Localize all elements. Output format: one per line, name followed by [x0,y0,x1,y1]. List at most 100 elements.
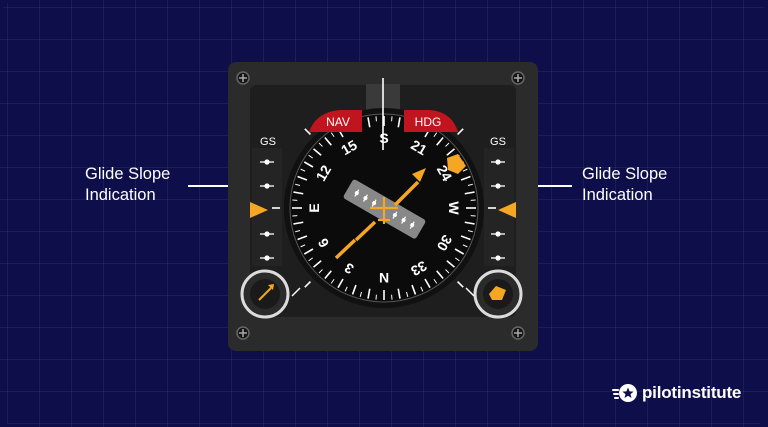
gs-dot [495,183,501,189]
gs-dot [264,183,270,189]
compass-tick [330,278,335,284]
compass-tick [445,142,450,147]
callout-right-line2: Indication [582,186,653,204]
compass-tick [433,132,438,138]
compass-tick [367,117,371,128]
compass-tick [462,244,468,248]
compass-tick [303,161,314,168]
glide-slope-callout-right: Glide Slope Indication [582,164,667,206]
compass-tick [467,230,473,233]
compass-tick [433,278,438,284]
nav-annunciator: NAV [309,110,362,132]
nav-label: NAV [326,115,350,129]
callout-left-arrow [188,185,248,187]
compass-label: S [379,130,388,146]
gs-dot [495,255,501,261]
screw-icon [511,71,525,85]
compass-tick [300,168,306,172]
bezel-marks [272,128,496,288]
compass-tick [330,132,335,138]
cdi-dot [363,196,368,201]
callout-left-line2: Indication [85,186,156,204]
compass-label: W [446,201,462,215]
glide-slope-callout-left: Glide Slope Indication [85,164,170,206]
compass-tick [436,270,444,279]
compass-tick [308,154,314,159]
gs-dot [264,255,270,261]
gs-label-left: GS [260,136,276,148]
compass-tick [420,286,424,292]
compass-label: 21 [408,137,430,159]
compass-label: 12 [313,162,335,184]
cdi-dot [401,218,406,223]
bezel-mark [456,128,464,136]
compass-tick [297,175,308,181]
compass-tick [344,286,348,292]
compass-tick [454,248,465,255]
gs-pointer-left [250,202,268,218]
compass-tick [406,291,409,297]
compass-tick [454,257,460,262]
compass-tick [359,291,362,297]
brand-logo: pilotinstitute [612,383,741,403]
compass-tick [313,260,322,268]
compass-label: 33 [408,258,430,280]
compass-tick [367,288,371,299]
compass-tick [297,235,308,241]
course-select-knob[interactable] [240,269,290,319]
heading-knob-bug-icon [489,286,506,300]
bezel-mark [304,128,312,136]
compass-tick [318,269,323,274]
hdg-annunciator: HDG [404,110,458,132]
bezel-mark [304,280,312,288]
compass-tick [460,235,471,241]
gs-dot [264,159,270,165]
compass-tick [464,221,475,225]
gs-scale-left [260,159,274,261]
heading-bug [447,154,466,174]
cdi-dot [410,223,415,228]
compass-tick [337,278,344,289]
screw-icon [511,326,525,340]
gs-label-right: GS [490,136,506,148]
callout-left-line1: Glide Slope [85,165,171,183]
hdg-label: HDG [415,115,442,129]
compass-tick [293,221,304,225]
compass-ticks [292,116,476,300]
compass-tick [467,183,473,186]
aircraft-symbol-icon [370,197,398,224]
cdi-needle [354,220,377,242]
compass-label: 15 [338,136,360,158]
callout-right-line1: Glide Slope [582,165,668,183]
knob-right-mark [465,287,475,297]
compass-tick [313,148,322,156]
compass-tick [411,284,417,295]
gs-dot [495,159,501,165]
gs-dot [495,231,501,237]
compass-tick [303,248,314,255]
course-pointer [334,168,426,260]
compass-tick [462,168,468,172]
compass-tick [445,269,450,274]
compass-tick [300,244,306,248]
compass-label: N [379,270,389,286]
compass-tick [397,288,401,299]
cdi-dot [372,201,377,206]
bezel-mark [456,280,464,288]
knob-left-mark [291,287,301,297]
compass-tick [397,117,401,128]
callout-right-arrow [518,185,572,187]
star-wings-icon [612,384,637,402]
cdi-dot [392,213,397,218]
compass-tick [293,191,304,195]
compass-tick [295,183,301,186]
compass-tick [295,230,301,233]
screw-icon [236,71,250,85]
gs-scale-right [491,159,505,261]
heading-select-knob[interactable] [473,269,523,319]
compass-tick [436,137,444,146]
compass-tick [308,257,314,262]
brand-name: pilotinstitute [642,383,742,402]
compass-tick [324,270,332,279]
